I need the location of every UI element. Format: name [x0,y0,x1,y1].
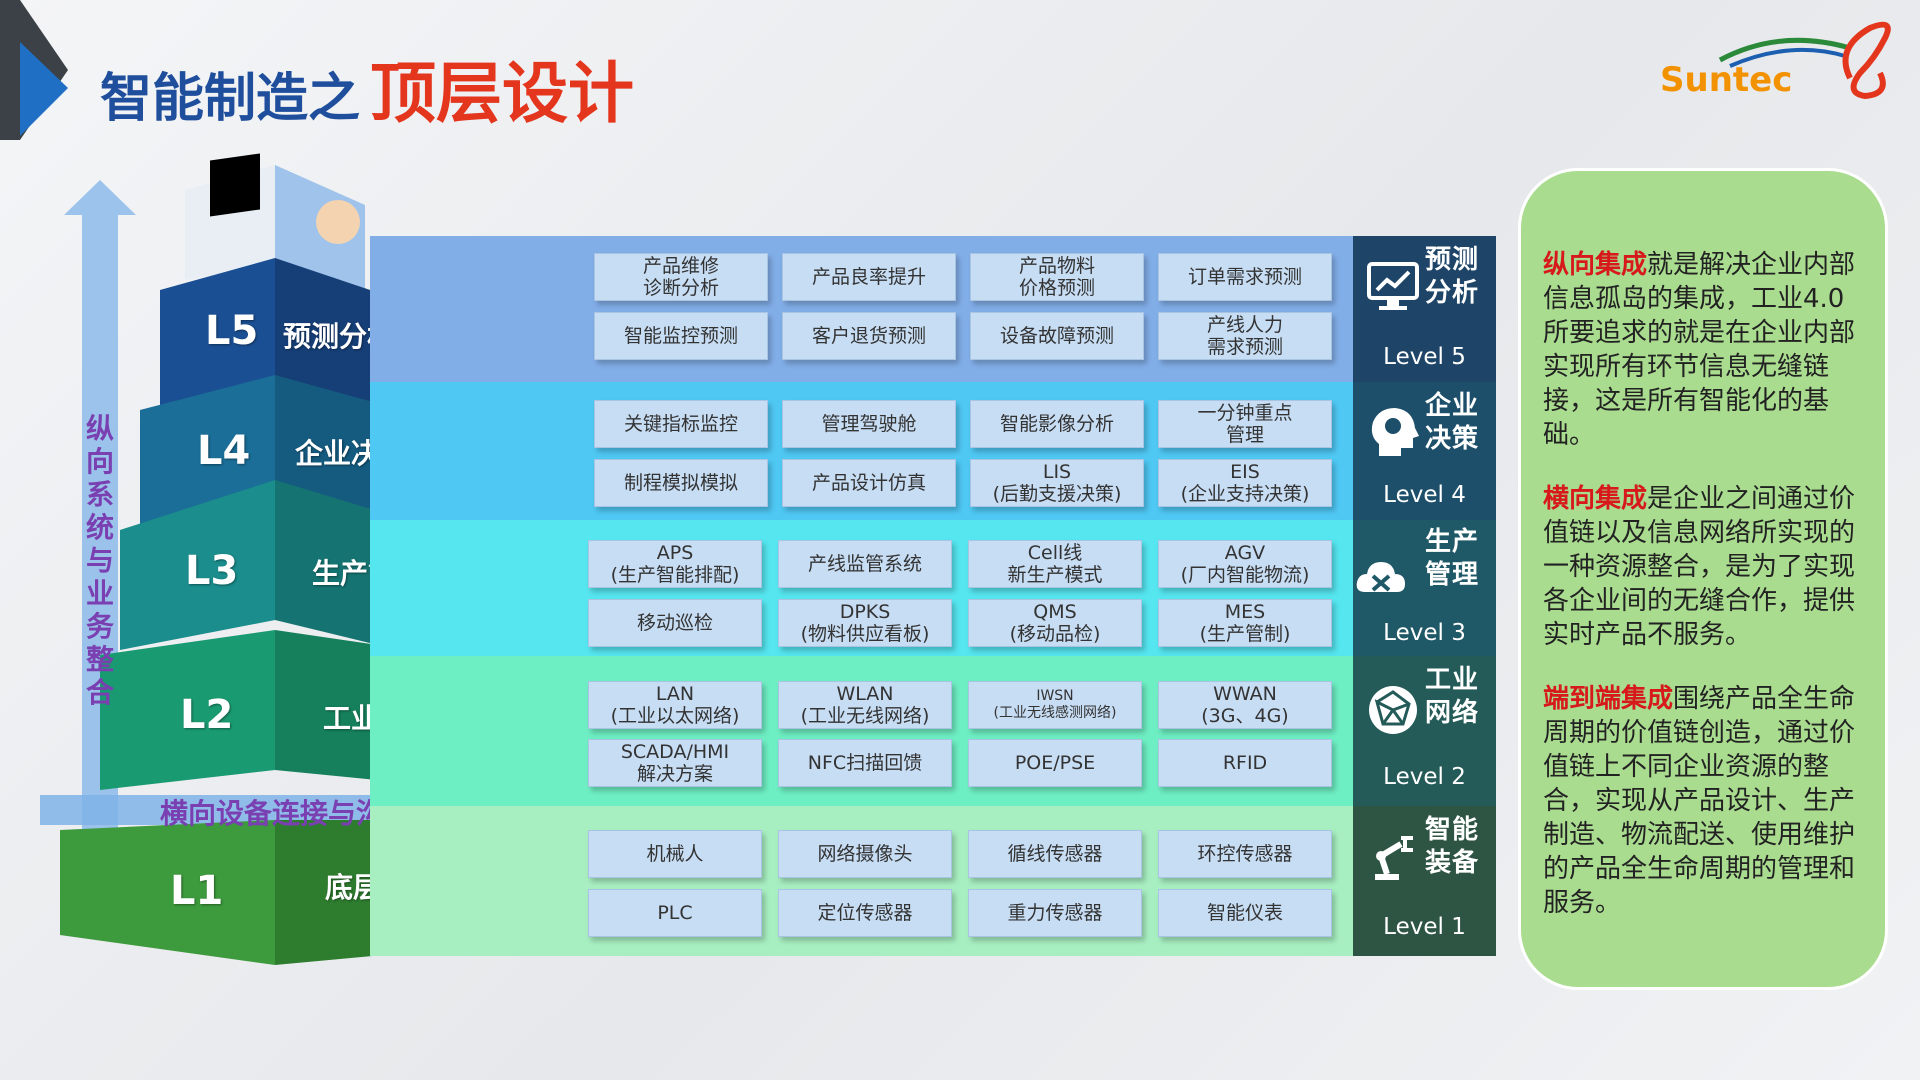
cell-l3-1: APS (生产智能排配) [588,540,762,588]
cell-l5-5: 智能监控预测 [594,312,768,360]
pyramid-l2-code: L2 [180,692,234,738]
cell-l1-3: 循线传感器 [968,830,1142,878]
cell-l1-4: 环控传感器 [1158,830,1332,878]
integration-explanation-panel: 纵向集成就是解决企业内部信息孤岛的集成，工业4.0所要追求的就是在企业内部实现所… [1518,168,1888,990]
cell-l3-7: QMS (移动品检) [968,599,1142,647]
head-bulb-icon [1371,408,1419,456]
cell-l5-7: 设备故障预测 [970,312,1144,360]
cell-l5-2: 产品良率提升 [782,253,956,301]
logo-text: Suntec [1660,60,1793,100]
paragraph-vertical-integration: 纵向集成就是解决企业内部信息孤岛的集成，工业4.0所要追求的就是在企业内部实现所… [1543,248,1863,452]
cell-l3-8: MES (生产管制) [1158,599,1332,647]
cell-l5-4: 订单需求预测 [1158,253,1332,301]
level3-name: 生产 管理 [1425,527,1480,590]
cell-l2-2: WLAN (工业无线网络) [778,681,952,729]
pyramid-l5-code: L5 [205,308,259,354]
pyramid-graphic [40,153,560,965]
title-part2: 顶层设计 [370,55,635,132]
highlight-vertical: 纵向集成 [1543,250,1648,280]
cell-l1-1: 机械人 [588,830,762,878]
level1-label: Level 1 [1383,914,1466,940]
level5-label: Level 5 [1383,344,1466,370]
cell-l2-5: SCADA/HMI 解决方案 [588,739,762,787]
level3-label: Level 3 [1383,620,1466,646]
cell-l2-7: POE/PSE [968,739,1142,787]
suntec-logo: Suntec [1660,18,1900,108]
screen-icon [210,153,260,217]
cell-l4-2: 管理驾驶舱 [782,400,956,448]
paragraph-horizontal-integration: 横向集成是企业之间通过价值链以及信息网络所实现的一种资源整合，是为了实现各企业间… [1543,482,1863,652]
paragraph-end-to-end-integration: 端到端集成围绕产品全生命周期的价值链创造，通过价值链上不同企业资源的整合，实现从… [1543,682,1863,920]
level4-box: 企业 决策 Level 4 [1353,382,1496,520]
cell-l2-8: RFID [1158,739,1332,787]
text-vertical: 就是解决企业内部信息孤岛的集成，工业4.0所要追求的就是在企业内部实现所有环节信… [1543,250,1856,450]
cell-l1-8: 智能仪表 [1158,889,1332,937]
cell-l2-4: WWAN (3G、4G) [1158,681,1332,729]
title-part1: 智能制造之 [100,69,361,129]
cloud-tools-icon [1356,562,1405,592]
cell-l4-1: 关键指标监控 [594,400,768,448]
cell-l4-6: 产品设计仿真 [782,459,956,507]
cell-l3-4: AGV (厂内智能物流) [1158,540,1332,588]
cell-l5-6: 客户退货预测 [782,312,956,360]
cell-l3-2: 产线监管系统 [778,540,952,588]
cell-l4-5: 制程模拟模拟 [594,459,768,507]
cell-l4-7: LIS (后勤支援决策) [970,459,1144,507]
text-horizontal: 是企业之间通过价值链以及信息网络所实现的一种资源整合，是为了实现各企业间的无缝合… [1543,484,1856,650]
cell-l2-3: IWSN (工业无线感测网络) [968,681,1142,729]
cell-l5-1: 产品维修 诊断分析 [594,253,768,301]
pyramid-l1-code: L1 [170,868,224,914]
cell-l3-3: Cell线 新生产模式 [968,540,1142,588]
level5-box: 预测 分析 Level 5 [1353,236,1496,382]
text-end-to-end: 围绕产品全生命周期的价值链创造，通过价值链上不同企业资源的整合，实现从产品设计、… [1543,684,1856,918]
robot-arm-icon [1375,836,1413,880]
level3-box: 生产 管理 Level 3 [1353,520,1496,656]
cell-l2-1: LAN (工业以太网络) [588,681,762,729]
page-title: 智能制造之顶层设计 [100,40,634,136]
cell-l1-2: 网络摄像头 [778,830,952,878]
cell-l1-7: 重力传感器 [968,889,1142,937]
cell-l3-6: DPKS (物料供应看板) [778,599,952,647]
level5-name: 预测 分析 [1425,245,1480,308]
logo-swoosh-icon [1718,21,1891,100]
cell-l1-6: 定位传感器 [778,889,952,937]
highlight-horizontal: 横向集成 [1543,484,1648,514]
cell-l5-8: 产线人力 需求预测 [1158,312,1332,360]
chart-monitor-icon [1367,262,1419,310]
level2-box: 工业 网络 Level 2 [1353,656,1496,806]
cell-l4-8: EIS (企业支持决策) [1158,459,1332,507]
vertical-integration-label: 纵向系统与业务整合 [85,412,114,709]
level1-box: 智能 装备 Level 1 [1353,806,1496,956]
cell-l1-5: PLC [588,889,762,937]
user-avatar-icon [316,200,360,244]
network-globe-icon [1369,686,1417,734]
level4-label: Level 4 [1383,482,1466,508]
cell-l2-6: NFC扫描回馈 [778,739,952,787]
highlight-end-to-end: 端到端集成 [1543,684,1674,714]
pyramid-l4-code: L4 [197,428,251,474]
level4-name: 企业 决策 [1425,391,1480,454]
corner-arrow-mark [0,0,68,140]
pyramid-l3-code: L3 [185,548,239,594]
level2-name: 工业 网络 [1425,665,1480,728]
cell-l4-3: 智能影像分析 [970,400,1144,448]
cell-l3-5: 移动巡检 [588,599,762,647]
level1-name: 智能 装备 [1425,815,1480,878]
cell-l5-3: 产品物料 价格预测 [970,253,1144,301]
cell-l4-4: 一分钟重点 管理 [1158,400,1332,448]
level2-label: Level 2 [1383,764,1466,790]
horizontal-arrow [40,775,560,845]
